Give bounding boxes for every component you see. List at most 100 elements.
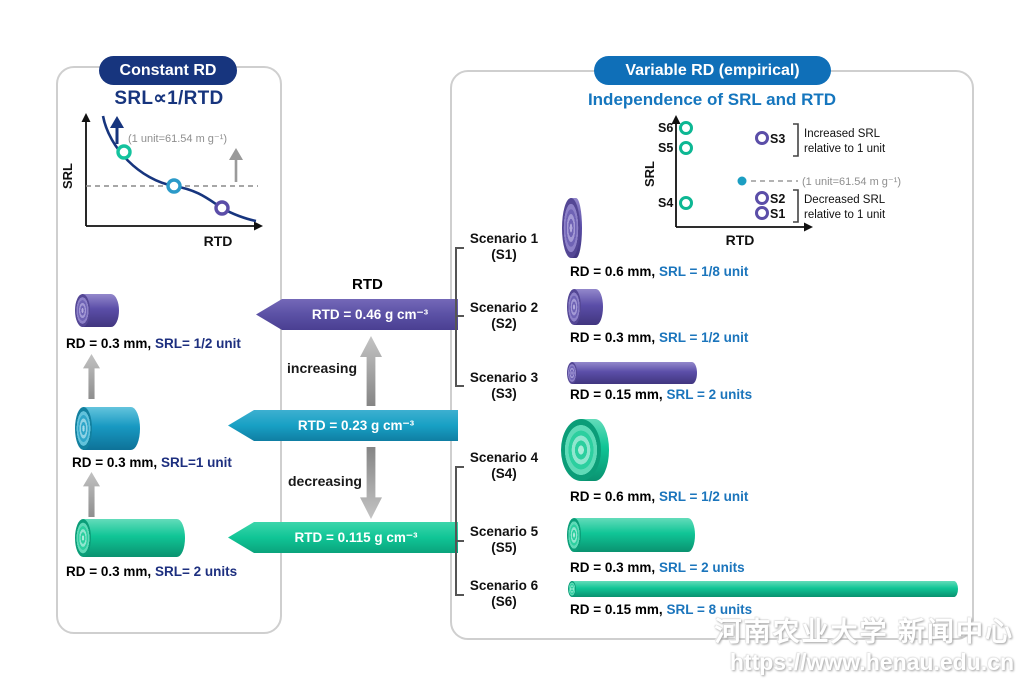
scenario-2-cylinder bbox=[567, 289, 603, 325]
rd-value: RD = 0.3 mm, bbox=[66, 336, 152, 351]
gray-up-arrowhead-icon bbox=[229, 148, 243, 160]
scatter-point-s5 bbox=[679, 141, 693, 155]
x-axis-arrowhead-icon bbox=[254, 221, 263, 231]
cylinder-face bbox=[568, 581, 576, 597]
watermark: 河南农业大学 新闻中心 https://www.henau.edu.cn bbox=[714, 610, 1014, 676]
scenario-code: (S4) bbox=[491, 466, 517, 481]
increased-brace bbox=[793, 123, 799, 157]
decreased-label-line2: relative to 1 unit bbox=[804, 209, 886, 221]
watermark-url: https://www.henau.edu.cn bbox=[729, 649, 1014, 675]
cylinder-face bbox=[75, 519, 91, 557]
scatter-point-s1 bbox=[755, 206, 769, 220]
scenario-bracket-lower bbox=[455, 466, 457, 596]
scenario-code: (S1) bbox=[491, 247, 517, 262]
scenario-6-cylinder bbox=[568, 581, 958, 597]
scenario-code: (S2) bbox=[491, 316, 517, 331]
cylinder-face bbox=[75, 294, 90, 327]
point-label-s1: S1 bbox=[770, 207, 785, 221]
scenario-2-label: Scenario 2 (S2) bbox=[462, 300, 546, 332]
rd-value: RD = 0.6 mm, bbox=[570, 489, 656, 504]
variable-rd-panel bbox=[450, 70, 974, 640]
srl-value: SRL = 2 units bbox=[658, 560, 745, 575]
constant-cylinder-teal bbox=[75, 407, 140, 450]
rd-value: RD = 0.3 mm, bbox=[72, 455, 158, 470]
scenario-name: Scenario 5 bbox=[469, 524, 539, 539]
scenario-3-values: RD = 0.15 mm, SRL = 2 units bbox=[570, 387, 752, 402]
scenario-code: (S3) bbox=[491, 386, 517, 401]
variable-rd-badge: Variable RD (empirical) bbox=[594, 56, 831, 85]
scenario-5-cylinder bbox=[567, 518, 695, 552]
scenario-code: (S6) bbox=[491, 594, 517, 609]
scenario-name: Scenario 1 bbox=[469, 231, 539, 246]
rd-value: RD = 0.3 mm, bbox=[66, 564, 152, 579]
bracket-tick bbox=[456, 466, 464, 468]
data-point-teal bbox=[166, 178, 182, 194]
unit-annotation: (1 unit=61.54 m g⁻¹) bbox=[128, 133, 227, 145]
y-axis-label: SRL bbox=[642, 161, 657, 187]
bracket-tick bbox=[456, 247, 464, 249]
scenario-5-values: RD = 0.3 mm, SRL = 2 units bbox=[570, 560, 745, 575]
increased-label-line1: Increased SRL bbox=[804, 128, 881, 140]
scenario-6-label: Scenario 6 (S6) bbox=[462, 578, 546, 610]
watermark-text: 河南农业大学 新闻中心 bbox=[714, 617, 1014, 647]
scatter-point-s3 bbox=[755, 131, 769, 145]
cylinder-face bbox=[567, 289, 581, 325]
x-axis-arrowhead-icon bbox=[804, 222, 813, 232]
srl-value: SRL=1 unit bbox=[160, 455, 232, 470]
decreased-brace bbox=[793, 189, 799, 223]
point-label-s4: S4 bbox=[658, 196, 673, 210]
constant-label-1: RD = 0.3 mm, SRL= 1/2 unit bbox=[66, 336, 241, 351]
cylinder-body bbox=[83, 519, 185, 557]
scenario-name: Scenario 3 bbox=[469, 370, 539, 385]
rtd-heading: RTD bbox=[352, 276, 383, 293]
srl-value: SRL = 8 units bbox=[666, 602, 753, 617]
unit-annotation: (1 unit=61.54 m g⁻¹) bbox=[802, 176, 901, 188]
cylinder-body bbox=[574, 518, 695, 552]
scenario-3-label: Scenario 3 (S3) bbox=[462, 370, 546, 402]
rd-value: RD = 0.15 mm, bbox=[570, 602, 663, 617]
cylinder-face bbox=[561, 419, 601, 481]
bracket-tick bbox=[456, 540, 464, 542]
scatter-point-s6 bbox=[679, 121, 693, 135]
srl-value: SRL= 2 units bbox=[154, 564, 238, 579]
cylinder-face bbox=[567, 362, 577, 384]
bracket-tick bbox=[456, 385, 464, 387]
variable-rd-scatter: S6 S5 S3 (1 unit=61.54 m g⁻¹) S4 S2 S1 I… bbox=[642, 115, 901, 248]
data-point-green bbox=[116, 144, 132, 160]
scenario-4-cylinder bbox=[561, 419, 609, 481]
rtd-arrow-0.46: RTD = 0.46 g cm⁻³ bbox=[256, 299, 458, 330]
x-axis-label: RTD bbox=[726, 232, 755, 248]
srl-value: SRL= 1/2 unit bbox=[154, 336, 241, 351]
scenario-3-cylinder bbox=[567, 362, 697, 384]
scatter-point-s2 bbox=[755, 191, 769, 205]
srl-rtd-formula: SRL∝1/RTD bbox=[114, 88, 224, 109]
srl-value: SRL = 1/2 unit bbox=[658, 330, 749, 345]
scenario-6-values: RD = 0.15 mm, SRL = 8 units bbox=[570, 602, 752, 617]
scenario-4-label: Scenario 4 (S4) bbox=[462, 450, 546, 482]
y-axis-arrowhead-icon bbox=[671, 115, 681, 124]
cylinder-body bbox=[572, 581, 958, 597]
navy-up-arrowhead-icon bbox=[110, 116, 124, 128]
constant-cylinder-green bbox=[75, 519, 185, 557]
point-label-s3: S3 bbox=[770, 132, 785, 146]
rtd-arrow-label: RTD = 0.115 g cm⁻³ bbox=[294, 529, 418, 545]
scenario-name: Scenario 6 bbox=[469, 578, 539, 593]
constant-label-2: RD = 0.3 mm, SRL=1 unit bbox=[72, 455, 232, 470]
rtd-arrow-label: RTD = 0.46 g cm⁻³ bbox=[311, 306, 429, 322]
scenario-5-label: Scenario 5 (S5) bbox=[462, 524, 546, 556]
cylinder-body bbox=[83, 407, 140, 450]
rtd-arrow-label: RTD = 0.23 g cm⁻³ bbox=[297, 417, 415, 433]
point-label-s2: S2 bbox=[770, 192, 785, 206]
srl-value: SRL = 1/8 unit bbox=[658, 264, 749, 279]
rd-value: RD = 0.3 mm, bbox=[570, 560, 656, 575]
cylinder-face bbox=[567, 518, 581, 552]
scenario-code: (S5) bbox=[491, 540, 517, 555]
independence-subtitle: Independence of SRL and RTD bbox=[587, 90, 837, 109]
cylinder-face bbox=[75, 407, 92, 450]
point-label-s5: S5 bbox=[658, 141, 673, 155]
rd-value: RD = 0.6 mm, bbox=[570, 264, 656, 279]
inverse-curve bbox=[101, 115, 257, 223]
decreased-label-line1: Decreased SRL bbox=[804, 194, 886, 206]
increasing-label: increasing bbox=[287, 360, 358, 376]
point-label-s6: S6 bbox=[658, 121, 673, 135]
